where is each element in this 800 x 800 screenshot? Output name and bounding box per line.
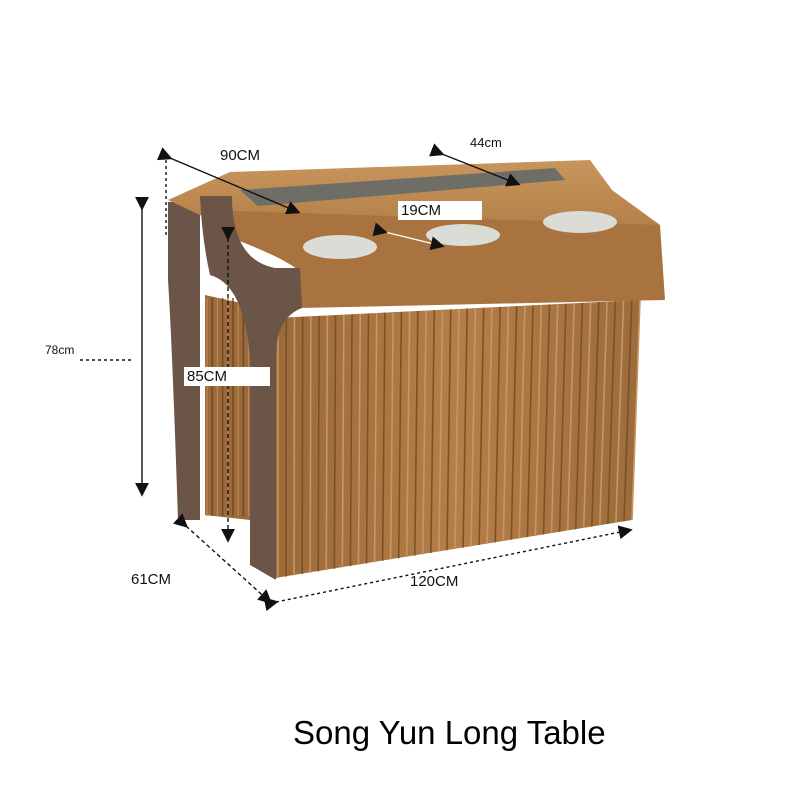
dim-line-length xyxy=(263,525,633,612)
pleat-line xyxy=(623,300,633,522)
pleat-line xyxy=(558,303,567,532)
pleat-line xyxy=(413,311,419,556)
pleat-line xyxy=(341,314,345,568)
dim-label-top-depth: 90CM xyxy=(220,147,261,164)
pleat-line xyxy=(518,305,526,539)
dim-label-inner-height: 85CM xyxy=(184,367,270,386)
pleat-line xyxy=(599,301,608,526)
pleat-line xyxy=(405,311,411,557)
pleat-line xyxy=(422,310,427,555)
back-side-panel xyxy=(168,202,200,520)
pleat-line xyxy=(397,311,403,559)
pleat-line xyxy=(542,304,551,535)
dimension-lines xyxy=(80,143,633,612)
pleat-line xyxy=(486,307,493,544)
pleat-line xyxy=(325,315,329,571)
glass-insert-middle xyxy=(426,224,500,246)
pleat-line xyxy=(534,304,543,536)
glass-insert-left xyxy=(303,235,377,259)
pleat-line xyxy=(349,314,353,567)
pleat-line xyxy=(357,313,362,565)
dim-label-length: 120CM xyxy=(410,573,459,590)
pleat-line xyxy=(478,307,485,546)
pleat-line xyxy=(510,306,518,540)
pleat-line xyxy=(470,308,477,547)
front-side-panel xyxy=(200,196,302,580)
pleat-line xyxy=(430,310,436,553)
pleat-line xyxy=(526,305,534,538)
pleat-line xyxy=(574,302,584,530)
pleat-line xyxy=(446,309,452,551)
upper-apron xyxy=(210,210,665,308)
pleat-line xyxy=(381,312,386,561)
product-caption: Song Yun Long Table xyxy=(293,714,606,751)
dim-label-hole-spacing: 19CM xyxy=(398,201,482,220)
pleat-line xyxy=(389,312,394,560)
dim-line-top-depth xyxy=(156,147,301,215)
pleat-line xyxy=(607,301,617,524)
pleat-line xyxy=(615,300,625,523)
dim-line-slot-width xyxy=(429,143,521,187)
pleat-line xyxy=(454,308,460,550)
pleat-line xyxy=(494,306,501,543)
pleat-line xyxy=(582,302,592,528)
pleat-line xyxy=(631,299,641,521)
pleat-line xyxy=(502,306,510,542)
dim-label-side-height: 78cm xyxy=(45,343,75,357)
pleat-line xyxy=(566,303,575,531)
pleat-line xyxy=(550,304,559,534)
dim-line-hole-spacing xyxy=(372,222,445,251)
pleat-line xyxy=(301,316,304,575)
pleat-line xyxy=(590,302,600,527)
glass-insert-right xyxy=(543,211,617,233)
pleat-line xyxy=(438,309,444,552)
pleat-line xyxy=(373,313,378,563)
pleat-line xyxy=(309,316,312,573)
pleat-line xyxy=(317,315,320,572)
dim-label-slot-width: 44cm xyxy=(470,135,502,150)
dim-line-base-depth xyxy=(172,513,273,604)
dim-label-base-depth: 61CM xyxy=(131,571,172,588)
pleat-line xyxy=(462,308,469,548)
pleat-line xyxy=(365,313,370,564)
